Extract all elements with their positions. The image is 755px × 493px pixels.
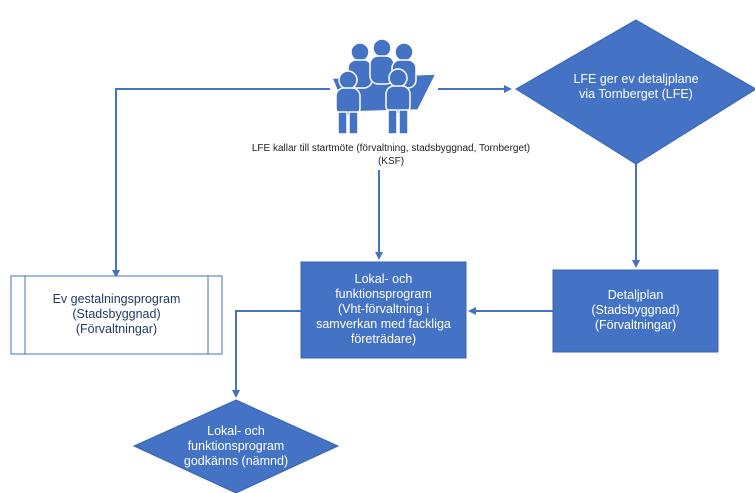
detaljplan-label: Detaljplan (Stadsbyggnad) (Förvaltningar…	[555, 288, 716, 333]
connector-lokal-program-to-godkanns	[232, 310, 301, 398]
detaljplan-decision-label: LFE ger ev detaljplane via Tornberget (L…	[556, 72, 716, 102]
meeting-caption: LFE kallar till startmöte (förvaltning, …	[246, 142, 536, 168]
lokal-program-line: (Vht-förvaltning i	[337, 302, 429, 316]
connector-meeting-to-gestaltning	[112, 88, 330, 278]
godkanns-line: funktionsprogram	[187, 439, 285, 453]
detaljplan-shape	[552, 269, 719, 353]
meeting-caption-line: Tornberget) (KSF)	[377, 143, 531, 167]
detaljplan-decision-line: LFE ger ev detaljplane	[573, 72, 699, 86]
detaljplan-decision-line: via Tornberget (LFE)	[579, 87, 693, 101]
godkanns-label: Lokal- och funktionsprogram godkänns (nä…	[156, 424, 316, 469]
lokal-program-line: företrädare)	[350, 332, 417, 346]
godkanns-line: godkänns (nämnd)	[183, 454, 289, 468]
people-group-icon	[330, 38, 438, 135]
godkanns-line: Lokal- och	[207, 424, 265, 438]
detaljplan-line: (Stadsbyggnad)	[591, 303, 680, 317]
detaljplan-decision-shape	[515, 19, 755, 165]
lokal-program-shape	[300, 261, 467, 359]
detaljplan-line: (Förvaltningar)	[594, 318, 677, 332]
lokal-program-label: Lokal- och funktionsprogram (Vht-förvalt…	[303, 272, 464, 347]
gestaltningsprogram-line: (Stadsbyggnad)	[72, 307, 161, 321]
godkanns-shape	[132, 399, 340, 493]
gestaltningsprogram-shape	[10, 275, 223, 355]
detaljplan-line: Detaljplan	[607, 288, 664, 302]
lokal-program-line: Lokal- och	[354, 272, 413, 286]
gestaltningsprogram-label: Ev gestalningsprogram (Stadsbyggnad) (Fö…	[25, 292, 208, 337]
lokal-program-line: funktionsprogram	[335, 287, 432, 301]
lokal-program-line: samverkan med fackliga	[316, 317, 451, 331]
gestaltningsprogram-line: (Förvaltningar)	[75, 322, 158, 336]
gestaltningsprogram-line: Ev gestalningsprogram	[52, 292, 181, 306]
meeting-caption-line: LFE kallar till startmöte (förvaltning, …	[251, 143, 477, 154]
